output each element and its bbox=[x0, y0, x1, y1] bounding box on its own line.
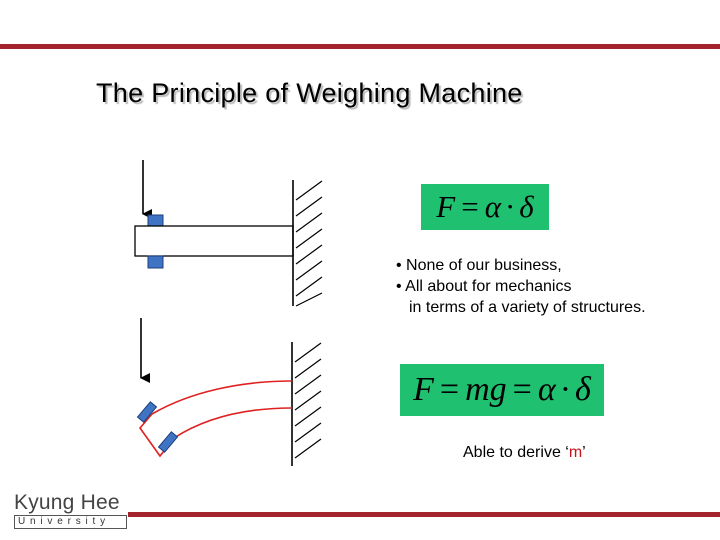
logo-subtitle: University bbox=[14, 515, 127, 529]
eq1-force: F bbox=[436, 189, 456, 224]
weight-equation: F=mg=α·δ bbox=[400, 364, 604, 416]
derive-prefix: Able to derive bbox=[463, 444, 566, 461]
deflected-beam-bottom-edge bbox=[173, 407, 293, 439]
bullet-item-1: • None of our business, bbox=[396, 257, 562, 274]
load-pad-top bbox=[147, 214, 164, 227]
load-pad-bottom bbox=[147, 255, 164, 269]
wall-hatch-bottom bbox=[294, 342, 322, 459]
eq1-equals: = bbox=[461, 189, 479, 224]
derive-open-quote: ‘ bbox=[565, 444, 569, 461]
bullet-list: • None of our business, • All about for … bbox=[396, 255, 646, 318]
derive-caption: Able to derive ‘m’ bbox=[463, 444, 586, 462]
straight-cantilever bbox=[134, 160, 323, 307]
tilted-pad-top bbox=[136, 401, 158, 423]
eq2-mg: mg bbox=[465, 371, 507, 408]
eq2-equals-2: = bbox=[512, 371, 532, 408]
eq2-equals-1: = bbox=[439, 371, 460, 408]
eq2-delta: δ bbox=[575, 371, 591, 408]
eq1-delta: δ bbox=[519, 189, 534, 224]
derive-close-quote: ’ bbox=[582, 444, 586, 461]
eq2-alpha: α bbox=[537, 371, 556, 408]
slide-title: The Principle of Weighing Machine bbox=[96, 78, 523, 108]
top-accent-rule bbox=[0, 44, 720, 49]
stiffness-equation: F=α·δ bbox=[421, 184, 549, 230]
logo-name: Kyung Hee bbox=[14, 491, 120, 514]
tilted-pad-bottom bbox=[157, 431, 179, 453]
bullet-item-2: • All about for mechanics bbox=[396, 278, 572, 295]
bottom-accent-rule bbox=[128, 512, 720, 517]
eq1-dot: · bbox=[504, 189, 516, 224]
deflected-cantilever bbox=[136, 318, 322, 466]
wall-hatch-top bbox=[295, 180, 323, 307]
bullet-item-2-continuation: in terms of a variety of structures. bbox=[409, 299, 646, 316]
eq1-alpha: α bbox=[484, 189, 501, 224]
university-logo: Kyung Hee University bbox=[14, 492, 127, 529]
straight-beam bbox=[134, 225, 294, 257]
derive-variable-m: m bbox=[568, 444, 583, 461]
eq2-force: F bbox=[413, 371, 434, 408]
deflected-beam-top-edge bbox=[151, 380, 293, 415]
eq2-dot: · bbox=[559, 371, 572, 408]
